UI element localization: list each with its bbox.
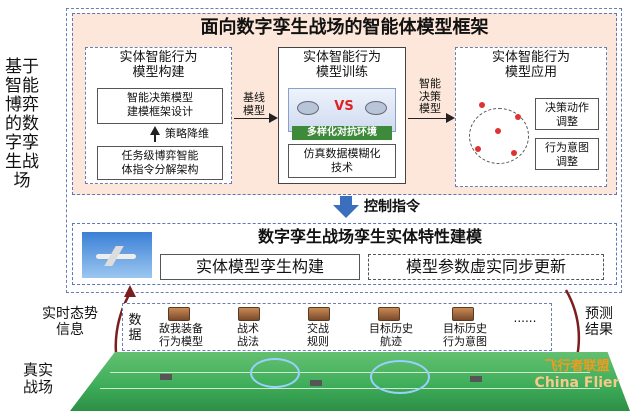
twin-build-box: 实体模型孪生构建: [160, 254, 360, 280]
control-arrow-stem: [340, 196, 352, 206]
equipment-data-icon: [168, 307, 190, 321]
left-title-line: 场: [13, 171, 31, 191]
data-item-tactics: 战术 战法: [237, 322, 259, 348]
strategy-label: 策略降维: [165, 127, 209, 140]
data-panel: [122, 303, 552, 351]
outer-dashed-frame: [66, 8, 622, 293]
data-item-rules: 交战 规则: [307, 322, 329, 348]
drone-left-icon: [297, 101, 319, 115]
action-adjust-box: 决策动作 调整: [535, 98, 599, 130]
left-title-line: 的数: [5, 114, 39, 134]
task-game-box: 任务级博弈智能 体指令分解架构: [97, 146, 223, 180]
strategy-up-arrow-stem: [154, 134, 156, 142]
model-train-title: 实体智能行为 模型训练: [302, 50, 381, 80]
left-title-line: 生战: [5, 152, 39, 172]
tactics-data-icon: [238, 307, 260, 321]
param-sync-box: 模型参数虚实同步更新: [368, 254, 604, 280]
decision-model-box: 智能决策模型 建模框架设计: [97, 88, 223, 124]
data-item-equipment: 敌我装备 行为模型: [159, 322, 203, 348]
control-label: 控制指令: [364, 199, 420, 215]
arrow-a-to-b: [234, 113, 278, 123]
battlefield-image: [70, 352, 630, 411]
twin-entity-title: 数字孪生战场孪生实体特性建模: [257, 227, 482, 246]
track-data-icon: [378, 307, 400, 321]
realtime-info-label: 实时态势 信息: [42, 306, 98, 339]
data-ellipsis: ......: [513, 311, 537, 325]
model-build-title: 实体智能行为 模型构建: [119, 50, 198, 80]
adversarial-image: VS: [288, 88, 396, 132]
sim-data-box: 仿真数据模糊化 技术: [288, 144, 396, 178]
left-title-line: 博弈: [5, 95, 39, 115]
left-title-line: 智能: [5, 76, 39, 96]
watermark: 飞行者联盟 China Flier: [534, 359, 620, 391]
data-item-track: 目标历史 航迹: [369, 322, 413, 348]
network-graphic: [465, 98, 535, 176]
left-title-line: 字孪: [5, 133, 39, 153]
rules-data-icon: [308, 307, 330, 321]
model-apply-title: 实体智能行为 模型应用: [491, 50, 570, 80]
data-item-intent: 目标历史 行为意图: [443, 322, 487, 348]
decision-model-label: 智能 决策 模型: [419, 77, 441, 116]
left-vertical-title: 基于 智能 博弈 的数 字孪 生战 场: [2, 58, 42, 191]
data-label: 数 据: [128, 313, 142, 343]
drone-right-icon: [365, 101, 387, 115]
env-label-strip: 多样化对抗环境: [292, 126, 392, 140]
aircraft-image: [82, 232, 152, 278]
control-down-arrow-icon: [333, 205, 359, 218]
baseline-model-label: 基线 模型: [243, 91, 265, 117]
real-battlefield-label: 真实 战场: [22, 361, 53, 397]
intent-adjust-box: 行为意图 调整: [535, 138, 599, 170]
left-title-line: 基于: [5, 57, 39, 77]
framework-title: 面向数字孪生战场的智能体模型框架: [200, 17, 489, 38]
strategy-up-arrow-icon: [150, 126, 160, 135]
vs-label: VS: [334, 99, 354, 114]
prediction-result-label: 预测 结果: [585, 306, 613, 339]
arrow-b-to-c: [408, 113, 455, 123]
intent-data-icon: [452, 307, 474, 321]
